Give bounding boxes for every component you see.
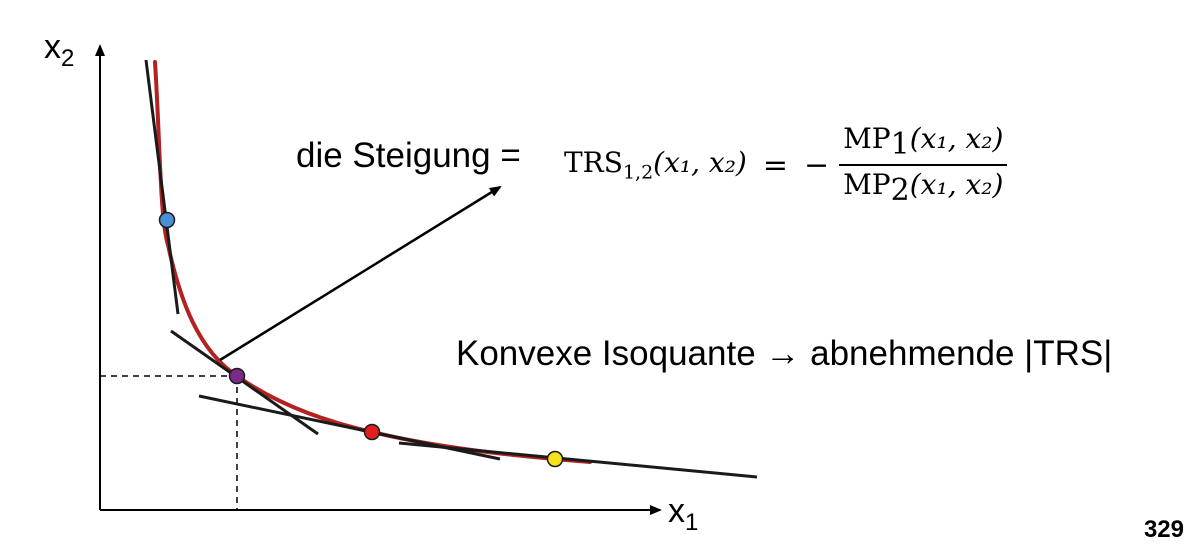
point-blue — [158, 211, 176, 229]
formula-equals: = — [762, 147, 788, 183]
point-red — [363, 423, 381, 441]
x-axis-label: x1 — [668, 492, 699, 536]
slope-pointer-arrow — [219, 185, 502, 362]
trs-formula: TRS1,2(x₁, x₂) = − MP1(x₁, x₂) MP2(x₁, x… — [564, 120, 1008, 210]
fraction-bar — [839, 164, 1008, 166]
formula-minus: − — [804, 147, 830, 183]
formula-numerator: MP1(x₁, x₂) — [843, 122, 1004, 162]
convex-isoquant-label: Konvexe Isoquante → abnehmende |TRS| — [456, 334, 1113, 373]
y-axis-label: x2 — [44, 28, 75, 72]
tangent-line-blue — [144, 59, 180, 315]
isoquant-curve — [153, 60, 592, 464]
slope-label: die Steigung = — [296, 136, 521, 175]
formula-lhs: TRS1,2(x₁, x₂) — [564, 146, 747, 184]
formula-fraction: MP1(x₁, x₂) MP2(x₁, x₂) — [839, 120, 1008, 210]
tangent-line-yellow — [398, 441, 758, 479]
page-number: 329 — [1143, 516, 1184, 543]
tangent-line-purple — [170, 329, 319, 436]
point-purple — [228, 367, 246, 385]
point-yellow — [546, 450, 564, 468]
formula-denominator: MP2(x₁, x₂) — [843, 168, 1004, 208]
